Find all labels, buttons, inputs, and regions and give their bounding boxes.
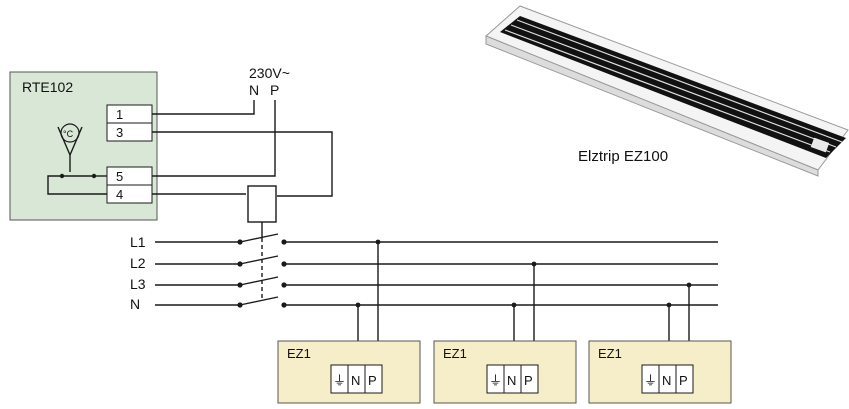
supply-p-wire [152, 100, 276, 177]
supply-n-label: N [249, 82, 259, 98]
svg-text:°C: °C [63, 129, 74, 139]
svg-text:P: P [368, 373, 377, 388]
earth-icon: ⏚ [644, 373, 657, 388]
terminal-3-wire [152, 131, 333, 197]
supply-voltage: 230V~ [249, 65, 290, 81]
ez1-unit-2: EZ1 ⏚ N P [433, 340, 577, 404]
svg-text:1: 1 [116, 107, 123, 122]
supply-n-wire [152, 100, 255, 115]
svg-text:N: N [507, 373, 516, 388]
svg-text:N: N [662, 373, 671, 388]
earth-icon: ⏚ [333, 373, 346, 388]
ez1-unit-1: EZ1 ⏚ N P [277, 340, 421, 404]
svg-text:N: N [351, 373, 360, 388]
svg-text:4: 4 [116, 187, 123, 202]
thermostat-contact-icon [47, 173, 107, 195]
bus-label-l3: L3 [130, 276, 146, 292]
thermostat-terminal-4: 4 [106, 184, 153, 204]
product-label: Elztrip EZ100 [578, 148, 668, 165]
svg-text:P: P [524, 373, 533, 388]
ez1-unit-3: EZ1 ⏚ N P [588, 340, 732, 404]
svg-text:5: 5 [116, 169, 123, 184]
svg-text:EZ1: EZ1 [598, 346, 622, 361]
thermostat-terminal-3: 3 [106, 122, 153, 142]
bus-label-n: N [130, 296, 140, 312]
contactor-switch-icon [237, 233, 287, 308]
thermostat-title: RTE102 [22, 79, 73, 95]
svg-text:P: P [679, 373, 688, 388]
svg-text:EZ1: EZ1 [443, 346, 467, 361]
temperature-sensor-icon: °C [57, 123, 83, 172]
svg-text:EZ1: EZ1 [287, 346, 311, 361]
thermostat-terminal-1: 1 [106, 104, 153, 124]
bus-label-l1: L1 [130, 234, 146, 250]
thermostat-terminal-5: 5 [106, 166, 153, 186]
svg-text:3: 3 [116, 125, 123, 140]
contactor-coil [247, 185, 277, 223]
heater-illustration [485, 5, 849, 177]
earth-icon: ⏚ [489, 373, 502, 388]
supply-p-label: P [270, 82, 279, 98]
bus-label-l2: L2 [130, 255, 146, 271]
